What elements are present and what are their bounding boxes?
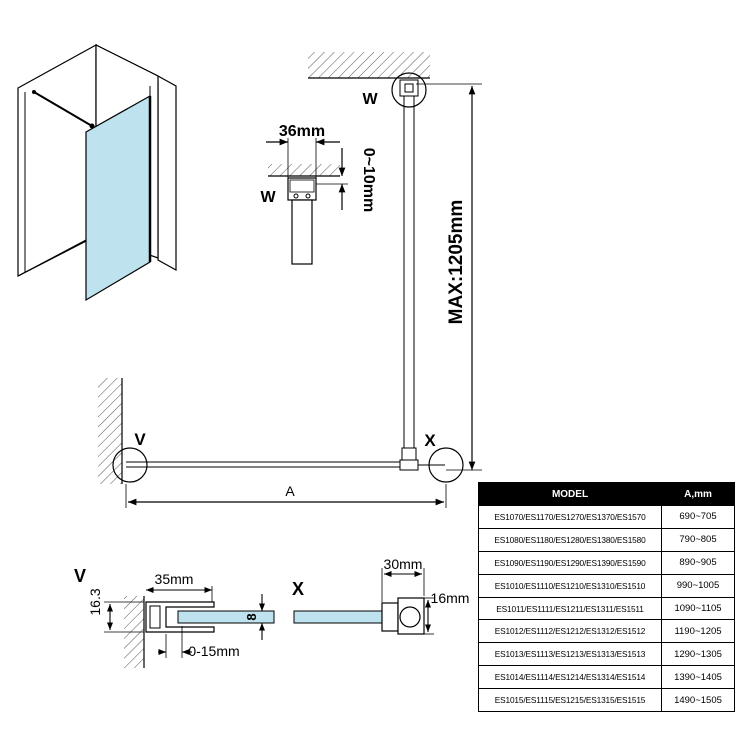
plan-w-label: W — [362, 91, 378, 108]
detail-v: V 35mm 16.3 0-15mm 8 — [74, 566, 275, 668]
table-row: ES1014/ES1114/ES1214/ES1314/ES1514 1390~… — [478, 665, 735, 690]
table-row: ES1080/ES1180/ES1280/ES1380/ES1580 790~8… — [478, 527, 735, 552]
glass-v — [177, 610, 275, 624]
table-row: ES1015/ES1115/ES1215/ES1315/ES1515 1490~… — [478, 688, 735, 713]
table-row: ES1012/ES1112/ES1212/ES1312/ES1512 1190~… — [478, 619, 735, 644]
range-cell: 890~905 — [661, 550, 735, 575]
range-cell: 1490~1505 — [661, 688, 735, 713]
model-cell: ES1070/ES1170/ES1270/ES1370/ES1570 — [478, 505, 662, 529]
detail-x-label: X — [292, 579, 304, 599]
bracket-width-label: 36mm — [279, 123, 325, 140]
adjust-range-label: 0-15mm — [188, 643, 239, 659]
bracket-w-label: W — [260, 189, 276, 206]
shower-3d-view — [17, 43, 177, 302]
table-row: ES1090/ES1190/ES1290/ES1390/ES1590 890~9… — [478, 550, 735, 575]
glass-thickness-label: 8 — [244, 613, 259, 620]
detail-circle-v — [112, 447, 148, 483]
bracket-detail: 36mm 0~10mm W — [260, 123, 377, 265]
clamp-width-label: 30mm — [384, 556, 423, 572]
table-row: ES1070/ES1170/ES1270/ES1370/ES1570 690~7… — [478, 505, 735, 529]
range-cell: 690~705 — [661, 505, 735, 529]
plan-v-label: V — [134, 430, 146, 449]
max-length-label: MAX:1205mm — [446, 200, 467, 325]
model-cell: ES1011/ES1111/ES1211/ES1311/ES1511 — [478, 596, 662, 621]
range-cell: 990~1005 — [661, 573, 735, 598]
range-cell: 790~805 — [661, 527, 735, 552]
plan-x-label: X — [424, 431, 436, 450]
table-row: ES1013/ES1113/ES1213/ES1313/ES1513 1290~… — [478, 642, 735, 667]
spec-table-header: MODEL A,mm — [478, 482, 735, 506]
dimension-a-label: A — [285, 483, 295, 499]
detail-circle-w — [391, 72, 427, 108]
range-column-header: A,mm — [661, 482, 735, 506]
model-column-header: MODEL — [478, 482, 662, 506]
detail-circle-x — [428, 447, 464, 483]
model-cell: ES1015/ES1115/ES1215/ES1315/ES1515 — [478, 688, 662, 713]
bracket-gap-label: 0~10mm — [360, 148, 377, 213]
range-cell: 1190~1205 — [661, 619, 735, 644]
profile-width-label: 35mm — [155, 571, 194, 587]
table-row: ES1010/ES1110/ES1210/ES1310/ES1510 990~1… — [478, 573, 735, 598]
profile-height-label: 16.3 — [87, 588, 103, 615]
plan-view: MAX:1205mm A W V X — [98, 52, 482, 508]
range-cell: 1290~1305 — [661, 642, 735, 667]
model-cell: ES1014/ES1114/ES1214/ES1314/ES1514 — [478, 665, 662, 690]
spec-table: MODEL A,mm ES1070/ES1170/ES1270/ES1370/E… — [478, 482, 735, 713]
detail-x: X 30mm 16mm — [292, 556, 470, 635]
glass-panel-3d — [85, 94, 151, 302]
model-cell: ES1013/ES1113/ES1213/ES1313/ES1513 — [478, 642, 662, 667]
model-cell: ES1010/ES1110/ES1210/ES1310/ES1510 — [478, 573, 662, 598]
range-cell: 1090~1105 — [661, 596, 735, 621]
table-row: ES1011/ES1111/ES1211/ES1311/ES1511 1090~… — [478, 596, 735, 621]
glass-x — [293, 610, 397, 624]
model-cell: ES1080/ES1180/ES1280/ES1380/ES1580 — [478, 527, 662, 552]
range-cell: 1390~1405 — [661, 665, 735, 690]
detail-v-label: V — [74, 566, 86, 586]
clamp-height-label: 16mm — [431, 590, 470, 606]
model-cell: ES1090/ES1190/ES1290/ES1390/ES1590 — [478, 550, 662, 575]
model-cell: ES1012/ES1112/ES1212/ES1312/ES1512 — [478, 619, 662, 644]
